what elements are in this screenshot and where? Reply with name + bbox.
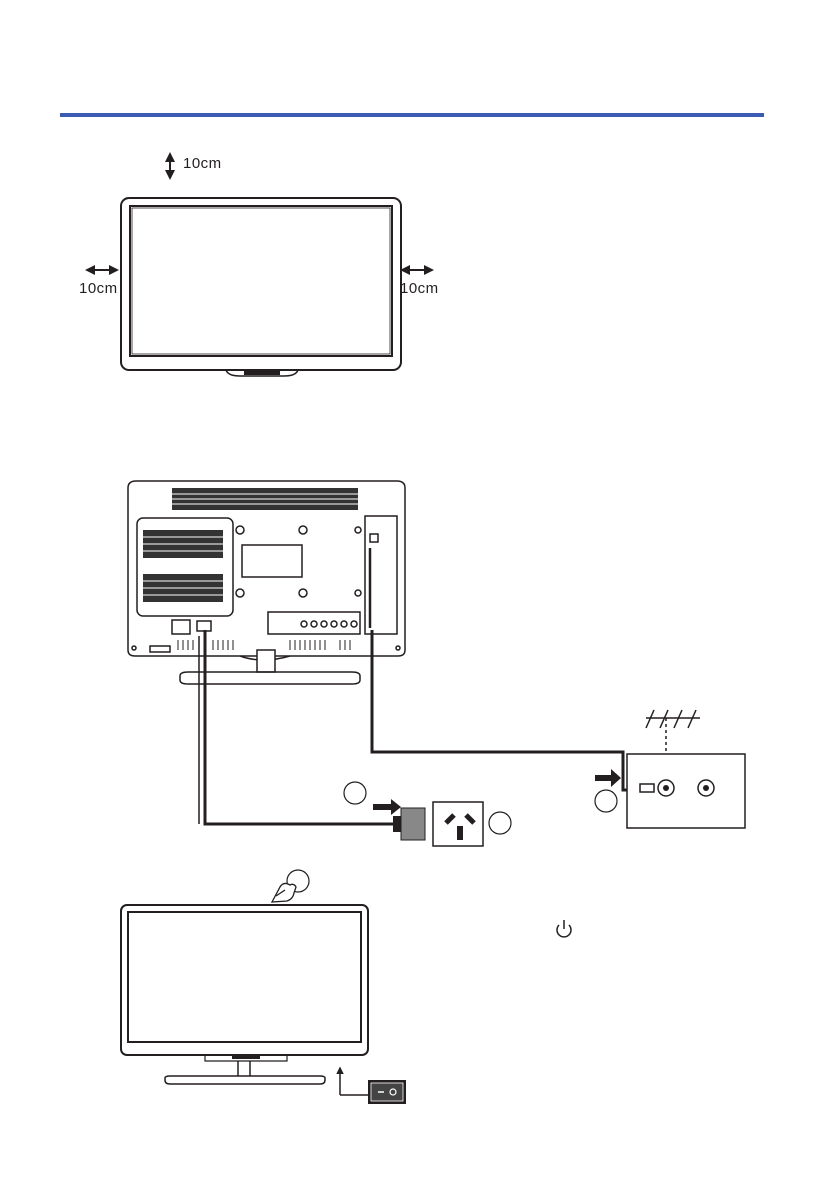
antenna-cable [372,630,648,790]
tv-front-view-2 [121,905,368,1084]
tv-front-view [121,198,401,376]
rocker-switch-icon [368,1080,406,1104]
step-circle-1 [595,790,617,812]
power-cable [199,630,398,824]
wall-socket-icon [433,802,483,846]
clearance-arrows [87,154,432,270]
step-circle-3 [489,812,511,834]
plug-arrow-icon [373,799,401,815]
step-circle-2 [344,782,366,804]
power-icon [557,920,571,937]
hand-press-icon [272,883,296,902]
antenna-wall-plate [627,754,745,828]
antenna-arrow-icon [595,769,621,787]
power-plug-icon [393,808,425,840]
switch-indicator [340,1068,368,1095]
tv-rear-view [128,481,405,684]
